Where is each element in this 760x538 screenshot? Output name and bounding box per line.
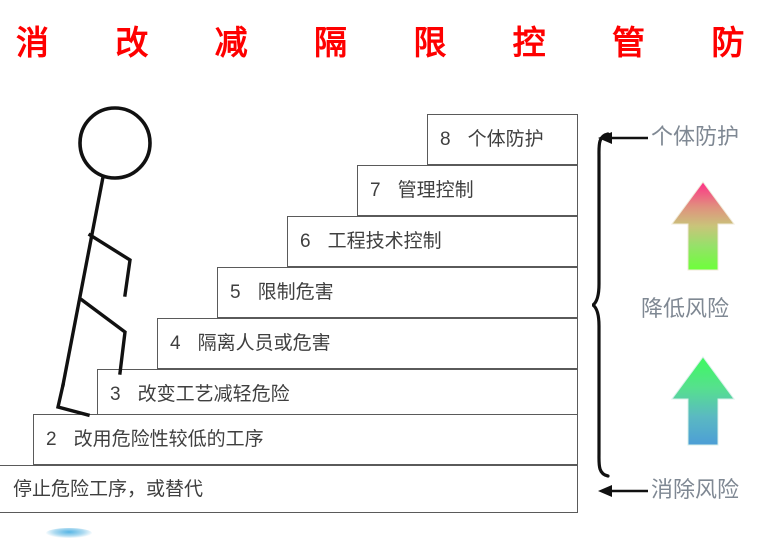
step-4[interactable]: 4 隔离人员或危害 bbox=[157, 318, 578, 369]
step-8[interactable]: 8 个体防护 bbox=[427, 114, 578, 165]
arrow-left-icon-bottom bbox=[598, 485, 648, 497]
step-5-label: 限制危害 bbox=[257, 282, 334, 303]
step-4-label: 隔离人员或危害 bbox=[197, 333, 331, 354]
curly-brace bbox=[592, 132, 610, 478]
gradient-arrow-up-lower-icon bbox=[671, 356, 735, 446]
page-title: 消 改 减 隔 限 控 管 防 bbox=[16, 24, 760, 61]
step-3[interactable]: 3 改变工艺减轻危险 bbox=[97, 369, 578, 420]
annotation-label-ppe: 个体防护 bbox=[651, 124, 740, 149]
step-8-number: 8 bbox=[440, 129, 451, 150]
step-6[interactable]: 6 工程技术控制 bbox=[287, 216, 578, 267]
step-2-label: 改用危险性较低的工序 bbox=[73, 429, 264, 450]
hierarchy-of-controls-staircase: 8 个体防护 7 管理控制 6 工程技术控制 5 限制危害 4 隔离人员或危害 … bbox=[0, 114, 578, 513]
step-7[interactable]: 7 管理控制 bbox=[357, 165, 578, 216]
step-7-number: 7 bbox=[370, 180, 381, 201]
step-1-label: 停止危险工序，或替代 bbox=[13, 478, 204, 500]
annotation-label-reduce-risk: 降低风险 bbox=[641, 296, 730, 321]
step-3-label: 改变工艺减轻危险 bbox=[137, 384, 290, 405]
step-2[interactable]: 2 改用危险性较低的工序 bbox=[33, 414, 578, 465]
step-6-label: 工程技术控制 bbox=[327, 231, 442, 252]
arrow-left-icon-top bbox=[598, 132, 648, 144]
step-2-number: 2 bbox=[46, 429, 57, 450]
step-3-number: 3 bbox=[110, 384, 121, 405]
gradient-arrow-up-upper-icon bbox=[671, 181, 735, 271]
step-1[interactable]: 停止危险工序，或替代 bbox=[0, 465, 578, 513]
step-7-label: 管理控制 bbox=[397, 180, 474, 201]
step-4-number: 4 bbox=[170, 333, 181, 354]
bottom-edge-artifact bbox=[46, 528, 92, 538]
annotation-label-eliminate-risk: 消除风险 bbox=[651, 477, 740, 502]
step-6-number: 6 bbox=[300, 231, 311, 252]
step-5[interactable]: 5 限制危害 bbox=[217, 267, 578, 318]
step-5-number: 5 bbox=[230, 282, 241, 303]
stick-figure-person-icon bbox=[55, 106, 152, 418]
step-8-label: 个体防护 bbox=[467, 129, 544, 150]
